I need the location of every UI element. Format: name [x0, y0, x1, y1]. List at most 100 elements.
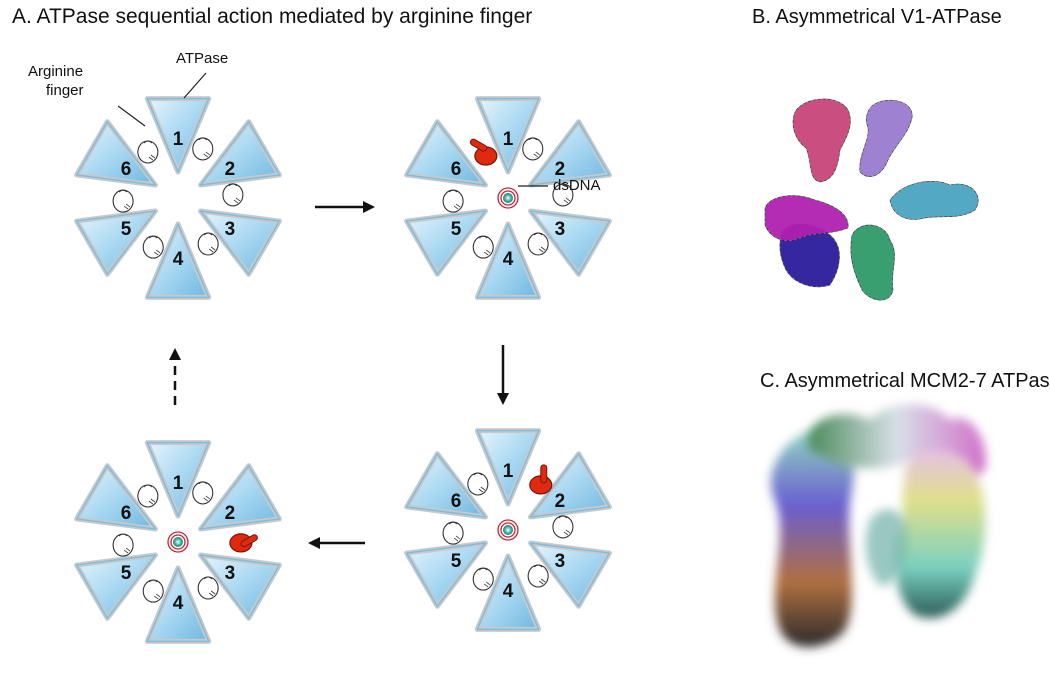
subunit-number-4: 4 — [503, 249, 514, 270]
atpase-subunit-5: 5 — [74, 552, 164, 621]
arginine-finger-active-icon — [469, 138, 498, 166]
arginine-finger-icon — [112, 533, 134, 557]
arrow-right — [315, 201, 375, 213]
subunit-number-4: 4 — [173, 249, 184, 270]
subunit-number-3: 3 — [555, 219, 566, 240]
arrow-up-dashed — [169, 348, 181, 405]
arginine-finger-icon — [222, 183, 244, 207]
atpase-subunit-2: 2 — [528, 451, 612, 520]
atpase-subunit-3: 3 — [198, 533, 282, 621]
v1-subunit-3 — [889, 181, 979, 220]
arginine-finger-icon — [442, 189, 464, 213]
atpase-subunit-6: 6 — [404, 119, 488, 213]
state-3-hexamer: 1 2 3 4 5 6 — [404, 428, 612, 632]
subunit-number-6: 6 — [451, 491, 462, 512]
title-a: A. ATPase sequential action mediated by … — [12, 5, 532, 28]
subunit-number-5: 5 — [451, 551, 462, 572]
subunit-number-1: 1 — [173, 473, 184, 494]
atpase-subunit-4: 4 — [144, 221, 219, 300]
arginine-finger-icon — [192, 481, 214, 505]
arginine-finger-icon — [467, 472, 489, 496]
atpase-callout-line — [183, 72, 207, 99]
atpase-subunit-2: 2 — [522, 119, 612, 188]
arginine-finger-icon — [112, 189, 134, 213]
mcm2-7-density-map — [771, 404, 986, 647]
state-4-hexamer: 1 2 3 4 5 6 — [74, 440, 282, 644]
arginine-finger-active-icon — [229, 533, 258, 553]
subunit-number-6: 6 — [121, 503, 132, 524]
arginine-finger-icon — [552, 515, 574, 539]
subunit-number-5: 5 — [451, 219, 462, 240]
subunit-number-6: 6 — [121, 159, 132, 180]
subunit-number-3: 3 — [555, 551, 566, 572]
title-b: B. Asymmetrical V1-ATPase — [752, 6, 1002, 28]
atpase-subunit-4: 4 — [474, 553, 549, 632]
subunit-number-4: 4 — [503, 581, 514, 602]
subunit-number-4: 4 — [173, 593, 184, 614]
subunit-number-1: 1 — [503, 129, 514, 150]
atpase-subunit-6: 6 — [404, 451, 488, 545]
arginine-finger-label-line1: Arginine — [28, 63, 83, 80]
atpase-subunit-1: 1 — [469, 96, 542, 175]
subunit-number-2: 2 — [555, 491, 566, 512]
arginine-finger-icon — [552, 183, 574, 207]
atpase-subunit-1: 1 — [137, 440, 212, 519]
atpase-subunit-4: 4 — [474, 221, 549, 300]
subunit-number-2: 2 — [225, 503, 236, 524]
arginine-finger-icon — [522, 137, 544, 161]
subunit-number-2: 2 — [225, 159, 236, 180]
subunit-number-1: 1 — [173, 129, 184, 150]
atpase-subunit-5: 5 — [404, 208, 494, 277]
atpase-subunit-2: 2 — [192, 119, 282, 188]
atpase-subunit-3: 3 — [528, 183, 612, 277]
arginine-finger-icon — [197, 576, 219, 600]
arginine-finger-icon — [137, 140, 159, 164]
arginine-finger-active-icon — [529, 464, 553, 495]
atpase-subunit-1: 1 — [137, 96, 212, 175]
dsdna-icon — [497, 519, 519, 541]
v1-subunit-1 — [792, 98, 851, 183]
arginine-finger-icon — [527, 232, 549, 256]
title-c: C. Asymmetrical MCM2-7 ATPase — [760, 370, 1050, 392]
arginine-finger-icon — [192, 137, 214, 161]
v1-subunit-4 — [850, 224, 895, 301]
atpase-subunit-1: 1 — [467, 428, 542, 507]
subunit-number-3: 3 — [225, 219, 236, 240]
arginine-finger-icon — [527, 564, 549, 588]
atpase-subunit-2: 2 — [192, 463, 282, 532]
v1-subunit-2 — [859, 99, 913, 177]
subunit-number-2: 2 — [555, 159, 566, 180]
atpase-subunit-5: 5 — [74, 208, 164, 277]
arginine-finger-label-line2: finger — [46, 82, 84, 99]
arginine-finger-icon — [442, 521, 464, 545]
dsdna-icon — [497, 187, 519, 209]
arrow-down — [497, 345, 509, 405]
arginine-finger-icon — [137, 484, 159, 508]
arrow-left — [308, 537, 365, 549]
atpase-label: ATPase — [176, 50, 228, 67]
arginine-finger-icon — [472, 235, 494, 259]
subunit-number-3: 3 — [225, 563, 236, 584]
subunit-number-1: 1 — [503, 461, 514, 482]
atpase-subunit-4: 4 — [144, 565, 219, 644]
arginine-finger-icon — [142, 235, 164, 259]
state-1-hexamer: 1 2 3 4 5 6 — [74, 96, 282, 300]
atpase-subunit-6: 6 — [74, 463, 158, 557]
dsdna-icon — [167, 531, 189, 553]
arginine-finger-icon — [197, 232, 219, 256]
subunit-number-6: 6 — [451, 159, 462, 180]
subunit-number-5: 5 — [121, 563, 132, 584]
v1-atpase-structure — [764, 98, 979, 301]
arginine-finger-icon — [142, 579, 164, 603]
atpase-subunit-6: 6 — [74, 119, 158, 213]
arginine-finger-icon — [472, 567, 494, 591]
dsdna-label: dsDNA — [553, 177, 601, 194]
atpase-subunit-3: 3 — [198, 183, 282, 277]
atpase-subunit-3: 3 — [528, 515, 612, 609]
state-2-hexamer: 1 2 3 4 5 6 — [404, 96, 612, 300]
v1-subunit-6 — [764, 195, 849, 242]
arginine-callout-line — [117, 105, 146, 127]
atpase-subunit-5: 5 — [404, 540, 494, 609]
subunit-number-5: 5 — [121, 219, 132, 240]
